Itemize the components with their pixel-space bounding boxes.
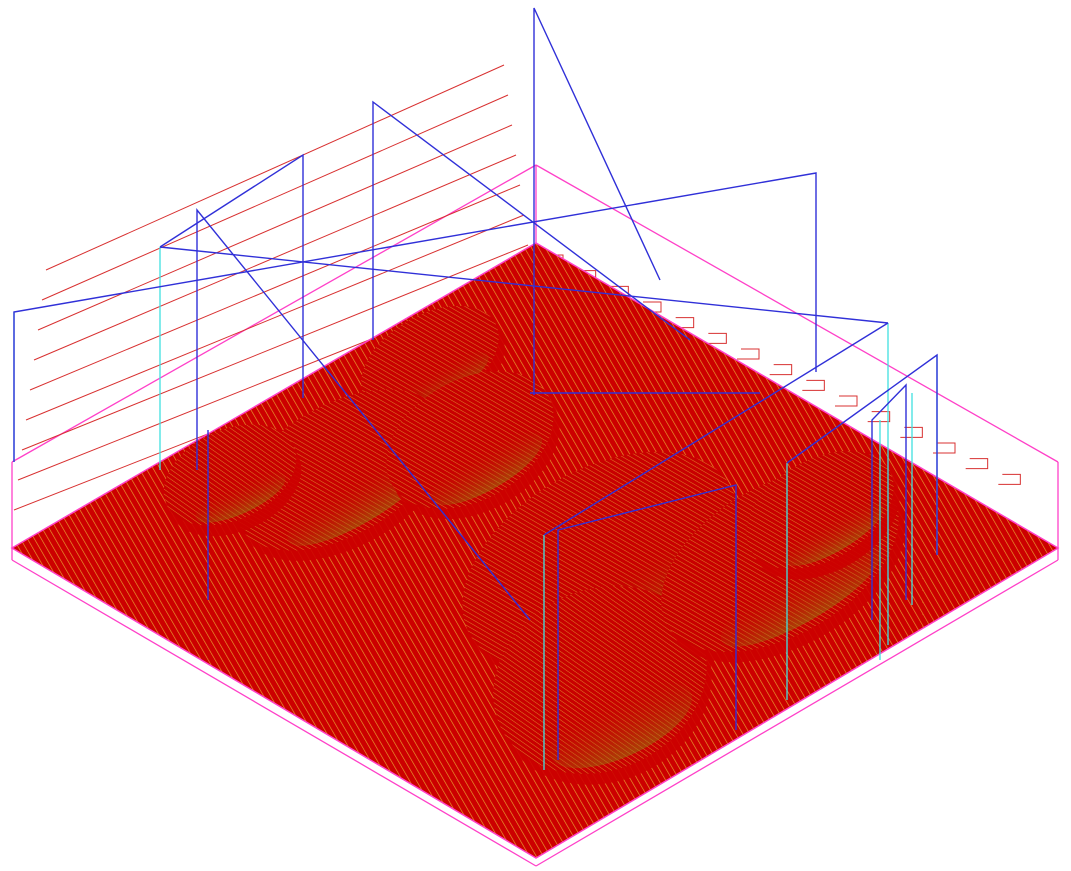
surface-bump-highlight <box>195 472 286 523</box>
surface-bump-highlight <box>430 432 543 505</box>
boundary-pass <box>998 473 1021 485</box>
boundary-pass <box>965 458 989 470</box>
boundary-pass <box>933 442 956 454</box>
boundary-zigzag-layer <box>13 64 1021 511</box>
rapid-move <box>13 172 817 462</box>
boundary-pass <box>29 184 521 391</box>
boundary-pass <box>900 426 923 438</box>
rapid-move <box>159 246 889 324</box>
surface-bump-highlight <box>784 501 884 566</box>
surface-bump <box>235 389 445 551</box>
rapid-move <box>372 100 691 341</box>
boundary-pass <box>25 214 525 421</box>
rapid-move <box>543 322 889 536</box>
stock-box-edge <box>11 559 537 867</box>
boundary-pass <box>802 379 825 391</box>
rapid-move <box>557 484 737 760</box>
rapid-move <box>871 383 907 620</box>
rapid-move <box>533 7 661 395</box>
rapid-move <box>786 353 938 555</box>
stock-box-edge <box>535 559 1059 867</box>
boundary-pass <box>45 64 505 271</box>
surface-bump-highlight <box>549 681 692 769</box>
rapid-move <box>159 153 304 398</box>
boundary-pass <box>41 94 509 301</box>
rapid-retract-moves <box>13 7 938 760</box>
rapid-move <box>196 208 531 621</box>
boundary-pass <box>21 244 529 451</box>
boundary-pass <box>37 124 513 331</box>
boundary-pass <box>737 348 760 360</box>
surface-bumps <box>163 305 905 785</box>
surface-bump-highlight <box>720 544 881 647</box>
boundary-pass <box>769 364 793 376</box>
boundary-pass <box>671 317 695 329</box>
boundary-pass <box>33 154 517 361</box>
boundary-pass <box>835 395 858 407</box>
stock-box-front <box>11 462 1059 867</box>
boundary-pass <box>704 332 727 344</box>
